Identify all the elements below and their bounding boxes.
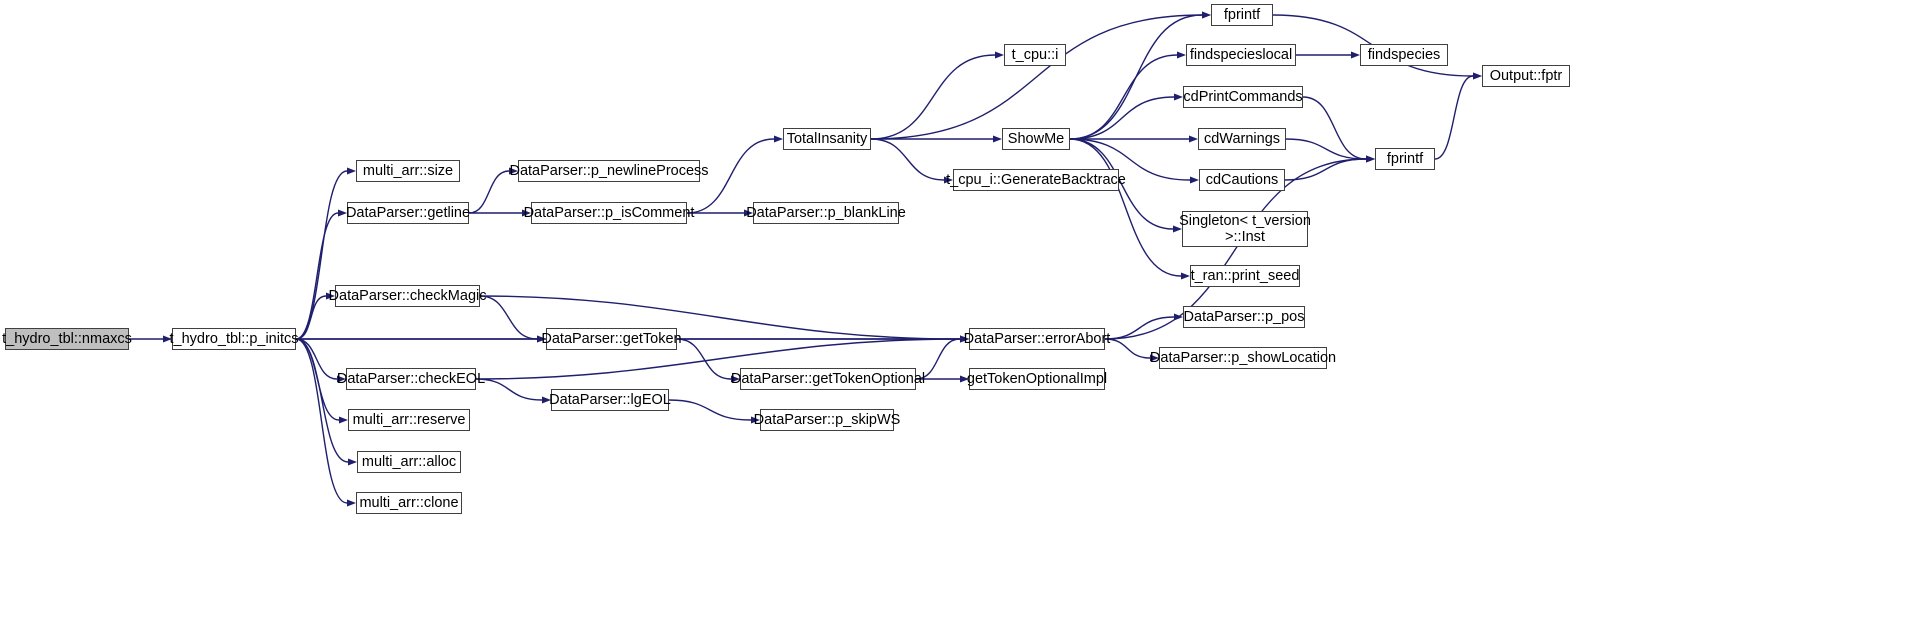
graph-node-nmaxcs[interactable]: t_hydro_tbl::nmaxcs bbox=[2, 328, 132, 350]
edge-ShowMe-to-cdCautions bbox=[1069, 138, 1191, 181]
arrowhead-nmaxcs-to-p_initcs bbox=[163, 335, 172, 343]
edge-p_initcs-to-getline bbox=[295, 212, 339, 340]
graph-node-p_isComment[interactable]: DataParser::p_isComment bbox=[524, 202, 694, 224]
graph-node-p_blankLine[interactable]: DataParser::p_blankLine bbox=[746, 202, 906, 224]
arrowhead-TotalInsanity-to-ShowMe bbox=[993, 135, 1002, 143]
arrowhead-getTokenOptional-to-getTokenOptionalImpl bbox=[960, 375, 969, 383]
graph-node-multi_arr_clone[interactable]: multi_arr::clone bbox=[356, 492, 462, 514]
graph-node-Singleton[interactable]: Singleton< t_version >::Inst bbox=[1179, 211, 1311, 247]
graph-node-multi_arr_alloc[interactable]: multi_arr::alloc bbox=[357, 451, 461, 473]
graph-node-t_cpu_i[interactable]: t_cpu::i bbox=[1004, 44, 1066, 66]
graph-node-TotalInsanity[interactable]: TotalInsanity bbox=[783, 128, 871, 150]
graph-node-errorAbort[interactable]: DataParser::errorAbort bbox=[964, 328, 1110, 350]
edge-ShowMe-to-print_seed bbox=[1069, 138, 1182, 277]
edge-checkMagic-to-getToken bbox=[479, 295, 538, 340]
edge-p_initcs-to-checkMagic bbox=[295, 295, 327, 340]
arrowhead-getTokenOptional-to-errorAbort bbox=[960, 335, 969, 343]
arrowhead-ShowMe-to-fprintf_top bbox=[1202, 11, 1211, 19]
edge-TotalInsanity-to-fprintf_top bbox=[870, 14, 1203, 140]
arrowhead-TotalInsanity-to-t_cpu_i bbox=[995, 51, 1004, 59]
edge-errorAbort-to-p_showLocation bbox=[1104, 338, 1151, 359]
edge-p_isComment-to-TotalInsanity bbox=[686, 138, 775, 214]
graph-node-GenerateBacktrace[interactable]: t_cpu_i::GenerateBacktrace bbox=[946, 169, 1126, 191]
arrowhead-p_initcs-to-multi_arr_alloc bbox=[348, 458, 357, 466]
edge-checkEOL-to-errorAbort bbox=[475, 338, 961, 380]
arrowhead-p_isComment-to-TotalInsanity bbox=[774, 135, 783, 143]
arrowhead-fprintf_right-to-Output_fptr bbox=[1473, 72, 1482, 80]
arrowhead-ShowMe-to-cdWarnings bbox=[1189, 135, 1198, 143]
edge-cdCautions-to-fprintf_right bbox=[1284, 158, 1367, 181]
edge-ShowMe-to-cdPrintCommands bbox=[1069, 96, 1175, 140]
edge-ShowMe-to-Singleton bbox=[1069, 138, 1174, 230]
arrowhead-findspecieslocal-to-findspecies bbox=[1351, 51, 1360, 59]
edge-cdPrintCommands-to-fprintf_right bbox=[1302, 96, 1367, 160]
edge-errorAbort-to-fprintf_right bbox=[1104, 158, 1367, 340]
graph-node-checkMagic[interactable]: DataParser::checkMagic bbox=[329, 285, 486, 307]
arrowhead-getline-to-p_isComment bbox=[522, 209, 531, 217]
edge-TotalInsanity-to-GenerateBacktrace bbox=[870, 138, 945, 181]
arrowhead-errorAbort-to-p_showLocation bbox=[1150, 354, 1159, 362]
graph-node-cdPrintCommands[interactable]: cdPrintCommands bbox=[1183, 86, 1303, 108]
graph-node-multi_arr_size[interactable]: multi_arr::size bbox=[356, 160, 460, 182]
edge-getline-to-p_newlineProcess bbox=[468, 170, 510, 214]
graph-node-p_pos[interactable]: DataParser::p_pos bbox=[1183, 306, 1305, 328]
arrowhead-p_initcs-to-multi_arr_clone bbox=[347, 499, 356, 507]
arrowhead-ShowMe-to-findspecieslocal bbox=[1177, 51, 1186, 59]
graph-node-getToken[interactable]: DataParser::getToken bbox=[541, 328, 682, 350]
graph-node-multi_arr_reserve[interactable]: multi_arr::reserve bbox=[348, 409, 470, 431]
graph-node-checkEOL[interactable]: DataParser::checkEOL bbox=[337, 368, 485, 390]
edge-getTokenOptional-to-errorAbort bbox=[915, 338, 961, 380]
edge-p_initcs-to-multi_arr_size bbox=[295, 170, 348, 340]
graph-node-findspecies[interactable]: findspecies bbox=[1360, 44, 1448, 66]
arrowhead-p_isComment-to-p_blankLine bbox=[744, 209, 753, 217]
graph-node-findspecieslocal[interactable]: findspecieslocal bbox=[1186, 44, 1296, 66]
arrowhead-ShowMe-to-Singleton bbox=[1173, 225, 1182, 233]
arrowhead-p_initcs-to-getline bbox=[338, 209, 347, 217]
edge-TotalInsanity-to-t_cpu_i bbox=[870, 54, 996, 140]
graph-node-p_showLocation[interactable]: DataParser::p_showLocation bbox=[1150, 347, 1336, 369]
graph-node-cdWarnings[interactable]: cdWarnings bbox=[1198, 128, 1286, 150]
graph-node-getTokenOptionalImpl[interactable]: getTokenOptionalImpl bbox=[967, 368, 1107, 390]
arrowhead-ShowMe-to-print_seed bbox=[1181, 272, 1190, 280]
arrowhead-TotalInsanity-to-GenerateBacktrace bbox=[944, 176, 953, 184]
edge-errorAbort-to-p_pos bbox=[1104, 316, 1175, 340]
graph-node-p_newlineProcess[interactable]: DataParser::p_newlineProcess bbox=[509, 160, 709, 182]
edge-cdWarnings-to-fprintf_right bbox=[1285, 138, 1367, 160]
arrowhead-checkEOL-to-lgEOL bbox=[542, 396, 551, 404]
graph-node-getTokenOptional[interactable]: DataParser::getTokenOptional bbox=[731, 368, 925, 390]
arrowhead-getline-to-p_newlineProcess bbox=[509, 167, 518, 175]
arrowhead-p_initcs-to-multi_arr_reserve bbox=[339, 416, 348, 424]
arrowhead-lgEOL-to-p_skipWS bbox=[751, 416, 760, 424]
arrowhead-p_initcs-to-checkEOL bbox=[337, 375, 346, 383]
graph-node-ShowMe[interactable]: ShowMe bbox=[1002, 128, 1070, 150]
arrowhead-ShowMe-to-cdCautions bbox=[1190, 176, 1199, 184]
edge-ShowMe-to-findspecieslocal bbox=[1069, 54, 1178, 140]
arrowhead-checkMagic-to-getToken bbox=[537, 335, 546, 343]
graph-node-p_skipWS[interactable]: DataParser::p_skipWS bbox=[754, 409, 900, 431]
arrowhead-p_initcs-to-checkMagic bbox=[326, 292, 335, 300]
graph-node-p_initcs[interactable]: t_hydro_tbl::p_initcs bbox=[170, 328, 298, 350]
edge-fprintf_right-to-Output_fptr bbox=[1434, 75, 1474, 160]
edge-p_initcs-to-multi_arr_alloc bbox=[295, 338, 349, 463]
arrowhead-cdCautions-to-fprintf_right bbox=[1366, 155, 1375, 163]
edge-checkMagic-to-errorAbort bbox=[479, 295, 961, 340]
edge-p_initcs-to-multi_arr_clone bbox=[295, 338, 348, 504]
graph-node-Output_fptr[interactable]: Output::fptr bbox=[1482, 65, 1570, 87]
graph-node-print_seed[interactable]: t_ran::print_seed bbox=[1190, 265, 1300, 287]
arrowhead-getToken-to-getTokenOptional bbox=[731, 375, 740, 383]
graph-node-fprintf_top[interactable]: fprintf bbox=[1211, 4, 1273, 26]
graph-node-cdCautions[interactable]: cdCautions bbox=[1199, 169, 1285, 191]
arrowhead-p_initcs-to-multi_arr_size bbox=[347, 167, 356, 175]
arrowhead-ShowMe-to-cdPrintCommands bbox=[1174, 93, 1183, 101]
graph-node-getline[interactable]: DataParser::getline bbox=[346, 202, 470, 224]
graph-node-lgEOL[interactable]: DataParser::lgEOL bbox=[549, 389, 671, 411]
edge-p_initcs-to-checkEOL bbox=[295, 338, 338, 380]
edge-getToken-to-getTokenOptional bbox=[676, 338, 732, 380]
graph-node-fprintf_right[interactable]: fprintf bbox=[1375, 148, 1435, 170]
edge-lgEOL-to-p_skipWS bbox=[668, 399, 752, 421]
edge-checkEOL-to-lgEOL bbox=[475, 378, 543, 401]
